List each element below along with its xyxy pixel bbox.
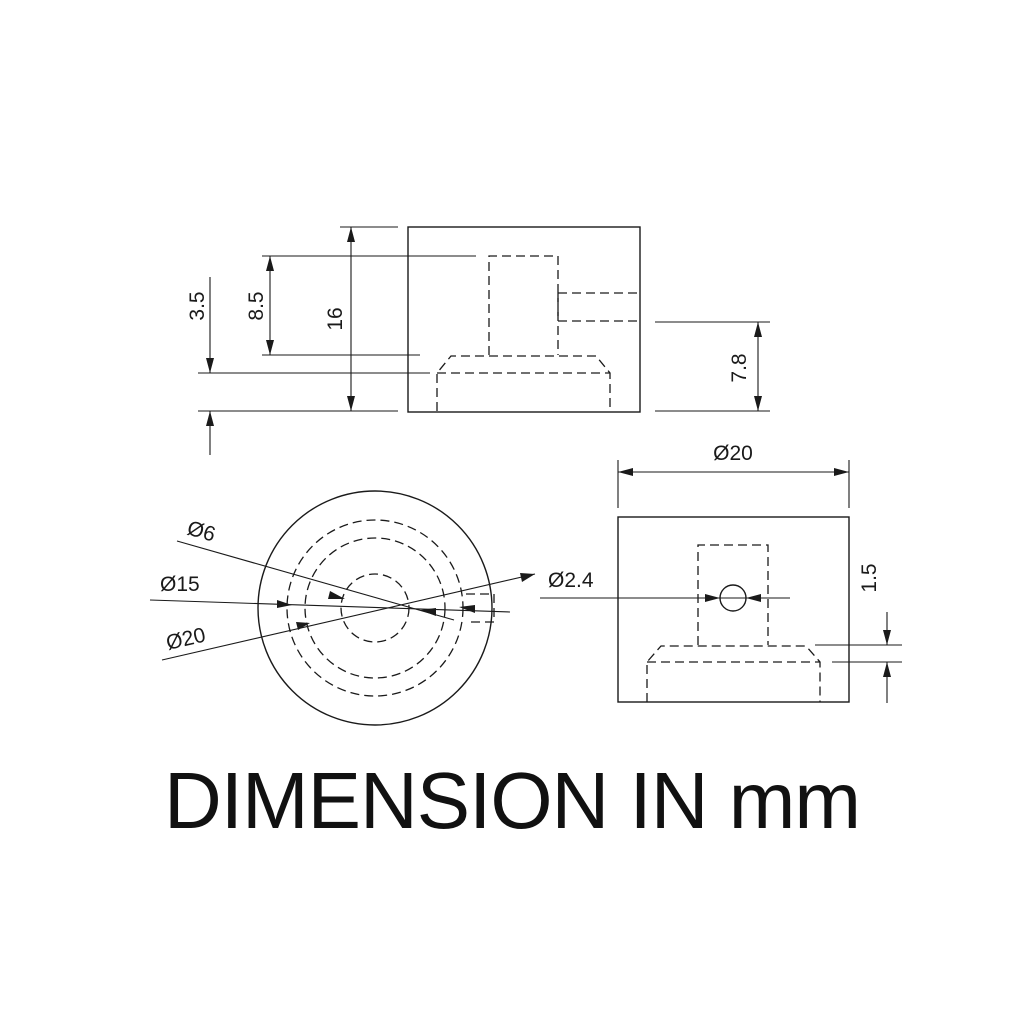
leader-arrow-2 <box>277 600 292 608</box>
hole-dia-arrow-right <box>746 594 761 602</box>
leader-arrow-6 <box>520 573 535 582</box>
hole-dia-arrow-left <box>705 594 720 602</box>
front-view-hidden-recess <box>646 645 821 702</box>
top-view-outer-circle <box>257 490 493 726</box>
dim-7-8-arrow-bottom <box>754 396 762 411</box>
dim-8-5-label: 8.5 <box>245 291 268 320</box>
hole-dia-2-4-label: Ø2.4 <box>548 569 594 592</box>
width-dim-extension-lines <box>617 460 850 508</box>
side-view: 3.5 8.5 16 7.8 <box>186 226 770 455</box>
front-view: Ø20 Ø2.4 1.5 <box>540 442 902 703</box>
top-view-hidden-pin-hole <box>466 593 495 623</box>
dim-16-arrow-bottom <box>347 396 355 411</box>
dia-20-label: Ø20 <box>164 624 208 655</box>
leader-arrow-5 <box>459 605 475 613</box>
dim-1-5-arrow-bottom <box>883 662 891 677</box>
leader-arrow-1 <box>328 591 345 599</box>
dim-8-5-arrow-bottom <box>266 340 274 355</box>
front-view-hidden-bore <box>697 544 769 645</box>
dim-1-5-label: 1.5 <box>858 563 881 592</box>
leader-arrow-3 <box>296 622 310 630</box>
side-view-hidden-recess <box>436 355 611 411</box>
top-view-hidden-circle-6 <box>340 573 410 643</box>
dim-3-5-label: 3.5 <box>186 291 209 320</box>
width-dia-20-label: Ø20 <box>713 442 753 465</box>
dim-16-label: 16 <box>324 307 347 330</box>
dia-15-label: Ø15 <box>160 573 200 596</box>
top-view-hidden-circle-12 <box>304 537 446 679</box>
leader-arrow-4 <box>420 608 436 616</box>
dim-16-arrow-top <box>347 227 355 242</box>
top-view: Ø6 Ø15 Ø20 <box>149 490 536 726</box>
dim-7-8-arrow-top <box>754 322 762 337</box>
dim-7-8-label: 7.8 <box>728 353 751 382</box>
dim-1-5-arrow-top <box>883 630 891 645</box>
side-view-hidden-pin-hole <box>557 292 640 322</box>
leader-dia-6 <box>176 540 455 621</box>
dia-6-label: Ø6 <box>185 517 218 547</box>
side-view-body <box>407 226 641 413</box>
dim-8-5-arrow-top <box>266 256 274 271</box>
dim-3-5-arrow-top <box>206 358 214 373</box>
dim-3-5-arrow-bottom <box>206 411 214 426</box>
front-view-body <box>617 516 850 703</box>
dim-1-5-extension-lines <box>815 644 902 663</box>
leader-dia-15 <box>149 599 511 613</box>
side-view-hidden-bore <box>488 255 559 355</box>
leader-dia-20 <box>161 573 536 661</box>
side-view-extension-lines <box>198 226 770 412</box>
width-dim-arrow-right <box>834 468 849 476</box>
dimension-caption: DIMENSION IN mm <box>163 756 861 845</box>
width-dim-arrow-left <box>618 468 633 476</box>
